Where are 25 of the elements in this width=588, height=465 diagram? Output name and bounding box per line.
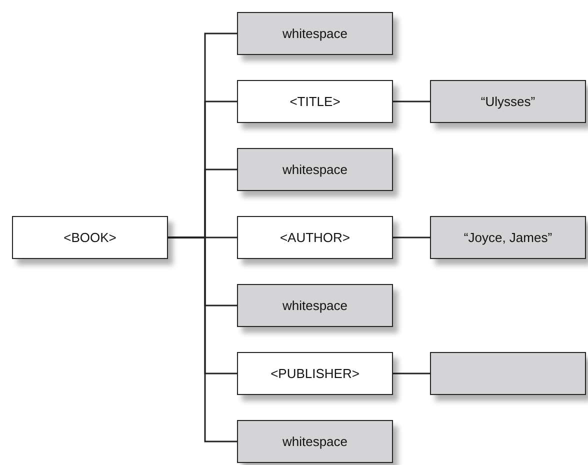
value-box [430,352,586,395]
node-label: <BOOK> [64,230,116,245]
node-label: whitespace [282,162,348,177]
node-label: whitespace [282,434,348,449]
connector-line [393,100,430,102]
value-box [237,420,393,463]
element-box [237,352,393,395]
node-label: whitespace [282,298,348,313]
node-label: whitespace [282,26,348,41]
element-box [237,80,393,123]
element-box [237,216,393,259]
connector-line [393,236,430,238]
node-label: “Ulysses” [480,94,536,109]
connector-line [393,372,430,374]
node-label: <AUTHOR> [280,230,350,245]
node-label: <TITLE> [290,94,340,109]
value-box [430,216,586,259]
element-box [12,216,168,259]
node-label: <PUBLISHER> [270,366,360,381]
connector-line [168,236,237,442]
value-box [237,284,393,327]
node-label: “Joyce, James” [464,230,552,245]
value-box [237,12,393,55]
value-box [430,80,586,123]
value-box [237,148,393,191]
